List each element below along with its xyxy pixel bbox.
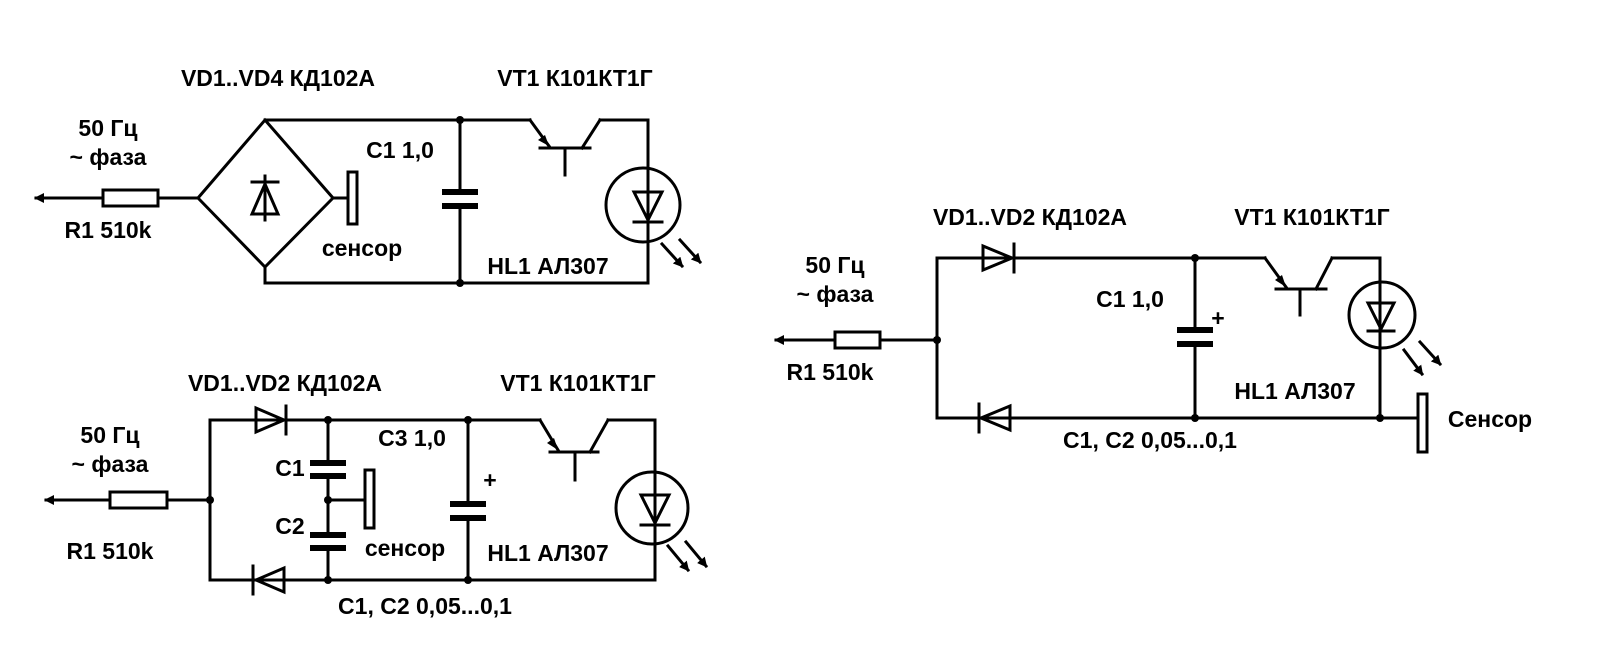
sensor-label: Сенсор — [1448, 406, 1532, 432]
led-label: HL1 АЛ307 — [487, 540, 608, 566]
transistor-vt1 — [537, 417, 657, 482]
led-label: HL1 АЛ307 — [487, 253, 608, 279]
circuit-3-doubler-led-sensor: VD1..VD2 КД102А VT1 К101КТ1Г 50 Гц ~ фаз… — [774, 204, 1532, 454]
sensor-label: сенсор — [322, 235, 402, 261]
capacitor-label: C1 1,0 — [1096, 286, 1164, 312]
sensor-plate — [1416, 392, 1429, 454]
bridge-diode-icon — [249, 174, 281, 222]
diode-vd2 — [251, 564, 286, 596]
capacitor-c1 — [1177, 256, 1213, 420]
transistor-vt1 — [527, 117, 650, 177]
plus-sign: + — [483, 467, 496, 493]
led-hl1 — [604, 118, 703, 285]
frequency-label: 50 Гц — [78, 115, 137, 141]
diodes-label: VD1..VD2 КД102А — [188, 370, 382, 396]
diode-vd2 — [977, 402, 1012, 434]
c1-c2-label: C1, C2 0,05...0,1 — [1063, 427, 1237, 453]
capacitor-c3 — [450, 418, 486, 582]
frequency-label: 50 Гц — [80, 422, 139, 448]
led-hl1 — [1347, 256, 1443, 420]
diode-vd1 — [254, 404, 288, 436]
phase-label: ~ фаза — [797, 281, 874, 307]
diodes-label: VD1..VD4 КД102А — [181, 65, 375, 91]
sensor-plate — [363, 468, 376, 530]
sensor-plate — [346, 170, 359, 226]
capacitor-c1 — [442, 118, 478, 285]
c1-label: C1 — [275, 455, 305, 481]
circuit-2-doubler: VD1..VD2 КД102А VT1 К101КТ1Г 50 Гц ~ фаз… — [44, 370, 709, 619]
led-label: HL1 АЛ307 — [1234, 378, 1355, 404]
transistor-label: VT1 К101КТ1Г — [1234, 204, 1389, 230]
capacitor-c2 — [310, 532, 346, 582]
transistor-label: VT1 К101КТ1Г — [497, 65, 652, 91]
capacitor-label: C1 1,0 — [366, 137, 434, 163]
resistor-label: R1 510k — [65, 217, 152, 243]
led-hl1 — [614, 418, 709, 582]
resistor-label: R1 510k — [67, 538, 154, 564]
diodes-label: VD1..VD2 КД102А — [933, 204, 1127, 230]
transistor-label: VT1 К101КТ1Г — [500, 370, 655, 396]
resistor-r1 — [108, 490, 169, 510]
plus-sign: + — [1211, 305, 1224, 331]
circuit-1-bridge: VD1..VD4 КД102А VT1 К101КТ1Г 50 Гц ~ фаз… — [34, 65, 703, 287]
resistor-r1 — [833, 330, 882, 350]
resistor-r1 — [101, 188, 160, 208]
c3-label: C3 1,0 — [378, 425, 446, 451]
phase-label: ~ фаза — [70, 144, 147, 170]
frequency-label: 50 Гц — [805, 252, 864, 278]
transistor-vt1 — [1262, 255, 1382, 317]
c1-c2-label: C1, C2 0,05...0,1 — [338, 593, 512, 619]
phase-label: ~ фаза — [72, 451, 149, 477]
capacitor-c1 — [310, 418, 346, 537]
wire-bottom — [263, 265, 650, 285]
diode-vd1 — [981, 242, 1016, 274]
sensor-label: сенсор — [365, 535, 445, 561]
c2-label: C2 — [275, 513, 304, 539]
resistor-label: R1 510k — [787, 359, 874, 385]
